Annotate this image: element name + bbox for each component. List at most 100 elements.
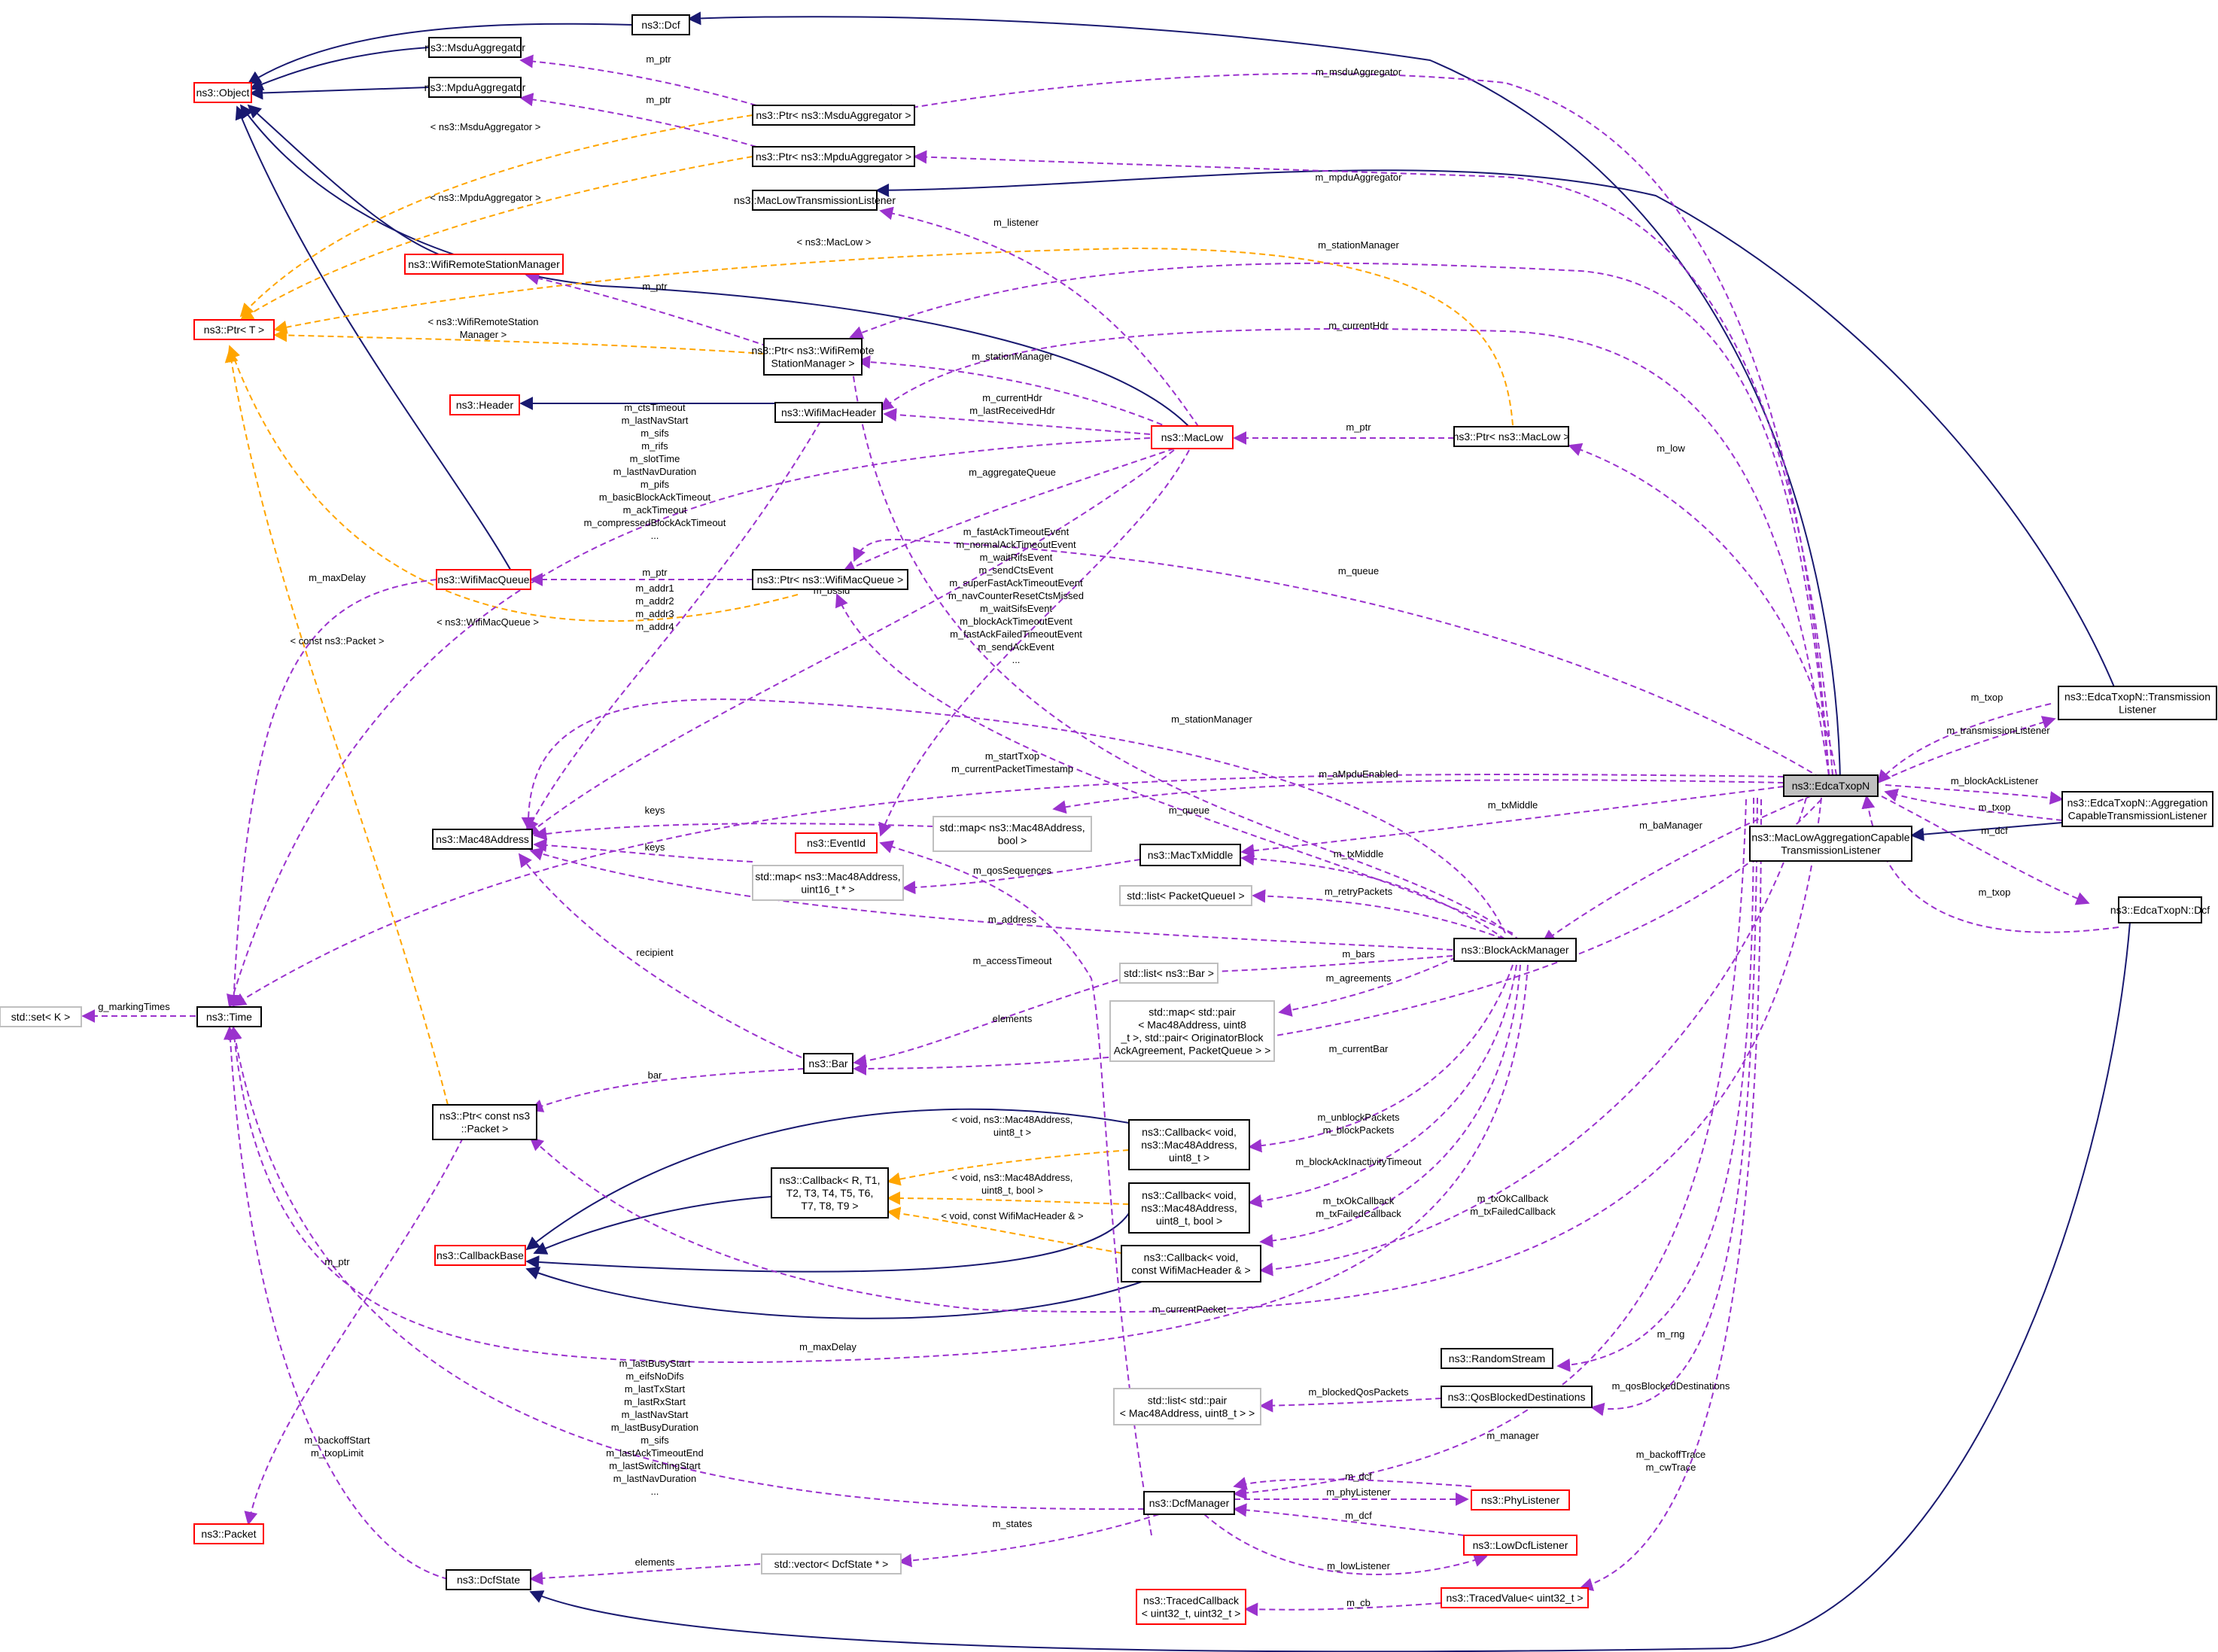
edge-label-event-list: m_fastAckFailedTimeoutEvent <box>950 628 1082 640</box>
edge-label-time-list: ... <box>651 530 659 541</box>
edge-tpl-msdu <box>239 114 753 318</box>
node-cb-mac-u8-b[interactable]: ns3::Callback< void,ns3::Mac48Address,ui… <box>1128 1182 1250 1234</box>
node-cb-hdr[interactable]: ns3::Callback< void,const WifiMacHeader … <box>1121 1245 1261 1282</box>
node-label: bool > <box>998 835 1027 847</box>
node-phylistener[interactable]: ns3::PhyListener <box>1471 1489 1570 1511</box>
node-box <box>1453 938 1577 962</box>
edge-use-edca-txlistener <box>1876 703 2052 784</box>
node-label: ns3::Callback< R, T1, <box>780 1174 881 1186</box>
edge-use-blockack-listpq <box>1252 889 1514 943</box>
edge-label-m-listener: m_listener <box>993 217 1039 228</box>
node-object[interactable]: ns3::Object <box>193 82 252 103</box>
node-map-uint16[interactable]: std::map< ns3::Mac48Address,uint16_t * > <box>752 865 904 901</box>
node-box <box>761 1553 902 1574</box>
node-box <box>631 14 690 35</box>
node-mpdu-agg[interactable]: ns3::MpduAggregator <box>424 77 526 98</box>
node-label: < Mac48Address, uint8_t > > <box>1120 1407 1255 1419</box>
edge-label-unblock: m_blockPackets <box>1323 1124 1395 1136</box>
edge-label-elements-dcf: elements <box>635 1556 675 1568</box>
node-dcfmanager[interactable]: ns3::DcfManager <box>1143 1491 1235 1515</box>
node-dcf[interactable]: ns3::Dcf <box>631 14 690 35</box>
node-lowdcflistener[interactable]: ns3::LowDcfListener <box>1463 1535 1578 1556</box>
node-label: ns3::WifiRemoteStationManager <box>408 258 560 270</box>
edge-label-m-currentHdr-low: m_currentHdr <box>982 392 1042 403</box>
node-box <box>446 1569 531 1590</box>
node-header[interactable]: ns3::Header <box>449 394 520 415</box>
node-map-bool[interactable]: std::map< ns3::Mac48Address,bool > <box>933 816 1092 852</box>
node-wifimacheader[interactable]: ns3::WifiMacHeader <box>774 402 883 423</box>
node-time[interactable]: ns3::Time <box>196 1006 262 1027</box>
edge-tpl-wrsm <box>273 328 765 354</box>
node-wrsm[interactable]: ns3::WifiRemoteStationManager <box>404 254 564 275</box>
edge-use-mpdu-ptr <box>519 93 757 148</box>
node-ptr-wmq[interactable]: ns3::Ptr< ns3::WifiMacQueue > <box>752 569 908 590</box>
node-callbackbase[interactable]: ns3::CallbackBase <box>434 1245 526 1266</box>
node-label: ns3::MacLowTransmissionListener <box>734 194 896 206</box>
edge-use-blockack-queue <box>835 593 1514 934</box>
node-mlatl[interactable]: ns3::MacLowAggregationCapableTransmissio… <box>1749 826 1912 862</box>
edge-use-wmq-time <box>227 579 437 1009</box>
node-label: ns3::MacTxMiddle <box>1148 849 1234 861</box>
node-box <box>1119 885 1252 906</box>
edge-label-tpl-wrsm: Manager > <box>460 329 507 340</box>
node-edca[interactable]: ns3::EdcaTxopN <box>1783 774 1879 797</box>
node-bar[interactable]: ns3::Bar <box>803 1053 853 1074</box>
node-box <box>1463 1535 1578 1556</box>
edge-label-tpl-cb1: < void, ns3::Mac48Address, <box>952 1114 1073 1125</box>
edge-label-m-accessTimeout: m_accessTimeout <box>973 955 1052 966</box>
node-wifimacqueue[interactable]: ns3::WifiMacQueue <box>436 569 531 590</box>
node-list-pq[interactable]: std::list< PacketQueueI > <box>1119 885 1252 906</box>
node-maclow[interactable]: ns3::MacLow <box>1151 425 1234 449</box>
edge-label-time-list: m_compressedBlockAckTimeout <box>584 517 726 528</box>
node-label: std::list< std::pair <box>1148 1395 1228 1407</box>
edge-use-edca-txmiddle <box>1240 786 1784 858</box>
node-msdu-agg[interactable]: ns3::MsduAggregator <box>424 37 525 58</box>
node-ptr-wrsm[interactable]: ns3::Ptr< ns3::WifiRemoteStationManager … <box>751 338 875 376</box>
edge-label-m-blockAckInactivityTimeout: m_blockAckInactivityTimeout <box>1295 1156 1422 1167</box>
edge-inherit-dcf-object <box>247 23 633 84</box>
node-edca-tl[interactable]: ns3::EdcaTxopN::TransmissionListener <box>2058 686 2217 720</box>
node-mactxmiddle[interactable]: ns3::MacTxMiddle <box>1139 844 1241 866</box>
node-mac-low-tl[interactable]: ns3::MacLowTransmissionListener <box>734 190 896 211</box>
node-edca-dcf[interactable]: ns3::EdcaTxopN::Dcf <box>2110 896 2210 923</box>
node-box <box>1139 844 1241 866</box>
edge-use-edca-bamanager <box>1541 791 1822 944</box>
node-label: uint16_t * > <box>801 884 854 896</box>
node-cb-mac-u8[interactable]: ns3::Callback< void,ns3::Mac48Address,ui… <box>1128 1119 1250 1170</box>
node-tracedvalue[interactable]: ns3::TracedValue< uint32_t > <box>1441 1587 1589 1608</box>
node-ptr-maclow[interactable]: ns3::Ptr< ns3::MacLow > <box>1453 426 1570 447</box>
node-cb-generic[interactable]: ns3::Callback< R, T1,T2, T3, T4, T5, T6,… <box>771 1167 889 1218</box>
edge-label-event-list: m_blockAckTimeoutEvent <box>960 616 1072 627</box>
edge-use-edca-cbhdr <box>1259 797 1807 1276</box>
node-box <box>193 82 252 103</box>
node-ptr-msdu[interactable]: ns3::Ptr< ns3::MsduAggregator > <box>752 105 915 126</box>
node-mac48[interactable]: ns3::Mac48Address <box>432 829 533 850</box>
node-ptr-packet[interactable]: ns3::Ptr< const ns3::Packet > <box>432 1104 537 1140</box>
node-label: ns3::EdcaTxopN::Transmission <box>2064 691 2210 703</box>
node-list-pair[interactable]: std::list< std::pair< Mac48Address, uint… <box>1113 1388 1261 1425</box>
edge-use-edca-tracedvalue <box>1579 799 1762 1591</box>
node-ptr-mpdu[interactable]: ns3::Ptr< ns3::MpduAggregator > <box>752 146 915 167</box>
node-ptr-t[interactable]: ns3::Ptr< T > <box>193 319 275 340</box>
node-vector-dcf[interactable]: std::vector< DcfState * > <box>761 1553 902 1574</box>
edge-use-edca-edcadcf <box>1881 796 2090 905</box>
node-set-k[interactable]: std::set< K > <box>0 1006 82 1027</box>
edge-label-dcf-time-list: ... <box>651 1486 659 1497</box>
edge-use-edca-bar <box>853 799 1822 1075</box>
node-dcfstate[interactable]: ns3::DcfState <box>446 1569 531 1590</box>
node-qosblocked[interactable]: ns3::QosBlockedDestinations <box>1441 1386 1593 1408</box>
node-randomstream[interactable]: ns3::RandomStream <box>1441 1348 1553 1369</box>
node-label: ns3::RandomStream <box>1449 1352 1545 1364</box>
node-tracedcb[interactable]: ns3::TracedCallback< uint32_t, uint32_t … <box>1136 1589 1246 1625</box>
node-blockack[interactable]: ns3::BlockAckManager <box>1453 938 1577 962</box>
edge-label-event-list: ... <box>1012 654 1021 665</box>
node-eventid[interactable]: ns3::EventId <box>795 832 878 853</box>
edge-use-blockack-stationmgr <box>521 698 1506 934</box>
node-list-bar[interactable]: std::list< ns3::Bar > <box>1119 963 1219 984</box>
node-edca-agtl[interactable]: ns3::EdcaTxopN::AggregationCapableTransm… <box>2061 791 2213 827</box>
node-label: ns3::Object <box>196 87 250 99</box>
node-packet[interactable]: ns3::Packet <box>193 1523 264 1544</box>
node-label: ns3::Ptr< ns3::MsduAggregator > <box>756 109 911 121</box>
node-map-pair[interactable]: std::map< std::pair< Mac48Address, uint8… <box>1109 1000 1275 1062</box>
